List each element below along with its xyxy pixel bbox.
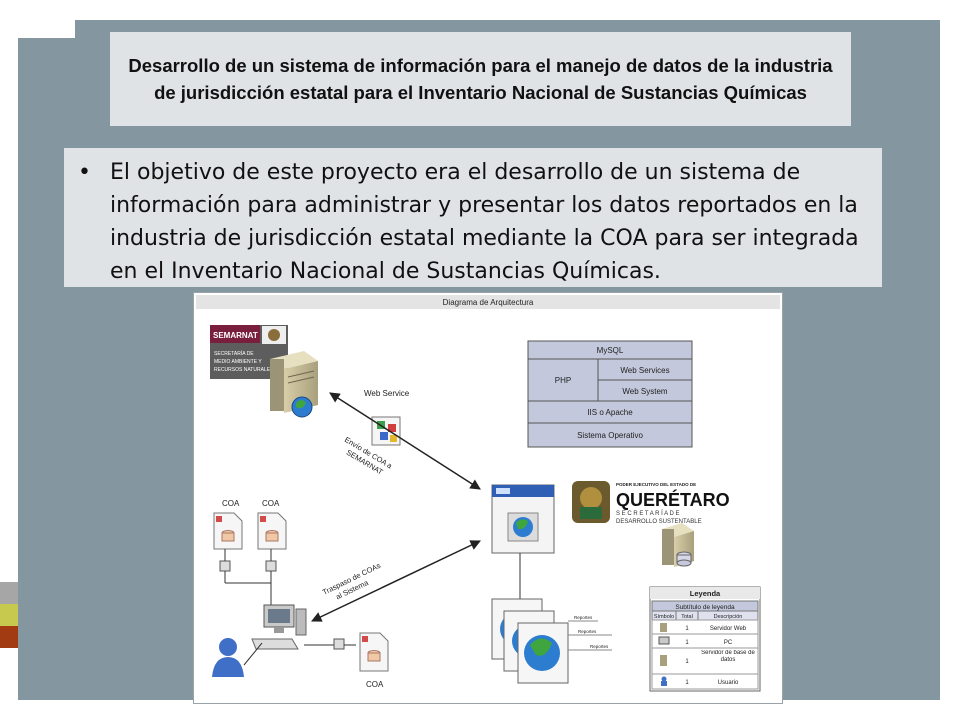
coa-document-3: COA [359, 632, 389, 689]
legend-row-total: 1 [685, 626, 689, 632]
legend-user-icon [661, 676, 667, 682]
legend-pc-icon [658, 636, 670, 645]
bullet-text: El objetivo de este proyecto era el desa… [110, 160, 859, 284]
legend-title: Leyenda [690, 589, 721, 598]
web-service-icon [371, 416, 401, 446]
stack-mysql: MySQL [597, 346, 624, 355]
stack-iis: IIS o Apache [587, 408, 633, 417]
web-server-icon [270, 351, 318, 418]
pdf-icon [216, 516, 222, 522]
legend-row-total: 1 [685, 640, 689, 646]
semarnat-sub3: RECURSOS NATURALES [214, 367, 274, 373]
diagram-title: Diagrama de Arquitectura [443, 298, 534, 307]
legend-row-desc: Servidor de base de datos [701, 650, 755, 663]
diagram-title-bar [196, 295, 780, 309]
legend-row-desc: Usuario [718, 680, 739, 686]
coa-label-2: COA [262, 499, 280, 508]
legend-server-icon [660, 623, 667, 632]
architecture-diagram: Diagrama de Arquitectura SEMARNAT SECRET… [193, 292, 783, 704]
database-server-icon [662, 523, 694, 567]
coa-document-2: COA [257, 499, 287, 583]
queretaro-line3: S E C R E T A R Í A D E [616, 510, 679, 517]
bullet-box: • El objetivo de este proyecto era el de… [64, 148, 882, 287]
legend-row-desc: Servidor Web [710, 626, 747, 632]
legend-header-symbol: Símbolo [654, 614, 674, 620]
report-label-1: Reportes [574, 615, 593, 620]
legend-row-desc: PC [724, 640, 733, 646]
legend-header-desc: Descripción [714, 614, 743, 620]
semarnat-sub2: MEDIO AMBIENTE Y [214, 359, 262, 365]
report-label-3: Reportes [590, 644, 609, 649]
legend-subtitle: Subtítulo de leyenda [675, 604, 735, 611]
accent-block-gray [0, 582, 18, 604]
queretaro-name: QUERÉTARO [616, 489, 730, 510]
legend-row: 1 Servidor de base de datos [651, 647, 759, 675]
queretaro-logo: PODER EJECUTIVO DEL ESTADO DE QUERÉTARO … [572, 481, 730, 525]
legend-row-total: 1 [685, 659, 689, 665]
stack-os: Sistema Operativo [577, 431, 643, 440]
legend-header-total: Total [681, 614, 693, 620]
bullet-marker: • [78, 160, 91, 185]
coa-label-3: COA [366, 680, 384, 689]
legend-row: 1 Servidor Web [651, 619, 759, 635]
accent-block-olive [0, 604, 18, 626]
report-pages: Reportes Reportes Reportes [491, 598, 612, 684]
state-crest-icon [580, 487, 602, 509]
coa-label-1: COA [222, 499, 240, 508]
software-stack: MySQL PHP Web Services Web System IIS o … [527, 340, 693, 448]
semarnat-logo: SEMARNAT SECRETARÍA DE MEDIO AMBIENTE Y … [210, 325, 288, 379]
report-label-2: Reportes [578, 629, 597, 634]
pc-icon [251, 604, 307, 650]
web-system-window-icon [491, 484, 555, 554]
accent-block-rust [0, 626, 18, 648]
stack-web-system: Web System [622, 387, 668, 396]
eagle-emblem-icon [268, 329, 280, 341]
legend-row-total: 1 [685, 680, 689, 686]
coa-document-1: COA [213, 499, 243, 583]
semarnat-sub1: SECRETARÍA DE [214, 350, 254, 357]
title-box: Desarrollo de un sistema de información … [110, 32, 851, 126]
stack-php: PHP [555, 376, 571, 385]
arrow-send-coa [329, 392, 481, 490]
user-icon [212, 638, 244, 677]
queretaro-line4: DESARROLLO SUSTENTABLE [616, 519, 702, 525]
legend-row: 1 PC [651, 633, 759, 649]
queretaro-line1: PODER EJECUTIVO DEL ESTADO DE [616, 482, 696, 487]
legend-db-server-icon [660, 655, 667, 666]
legend-row: 1 Usuario [651, 673, 759, 690]
slide-title: Desarrollo de un sistema de información … [128, 55, 833, 103]
web-service-label: Web Service [364, 389, 410, 398]
user-pc-link [243, 642, 263, 666]
pdf-icon [260, 516, 266, 522]
background-panel-left [18, 38, 118, 700]
pdf-icon [362, 636, 368, 642]
legend-box: Leyenda Subtítulo de leyenda Símbolo Tot… [649, 586, 761, 692]
arrow-transfer-coa [311, 540, 481, 622]
semarnat-name: SEMARNAT [213, 331, 258, 340]
stack-web-services: Web Services [620, 366, 669, 375]
